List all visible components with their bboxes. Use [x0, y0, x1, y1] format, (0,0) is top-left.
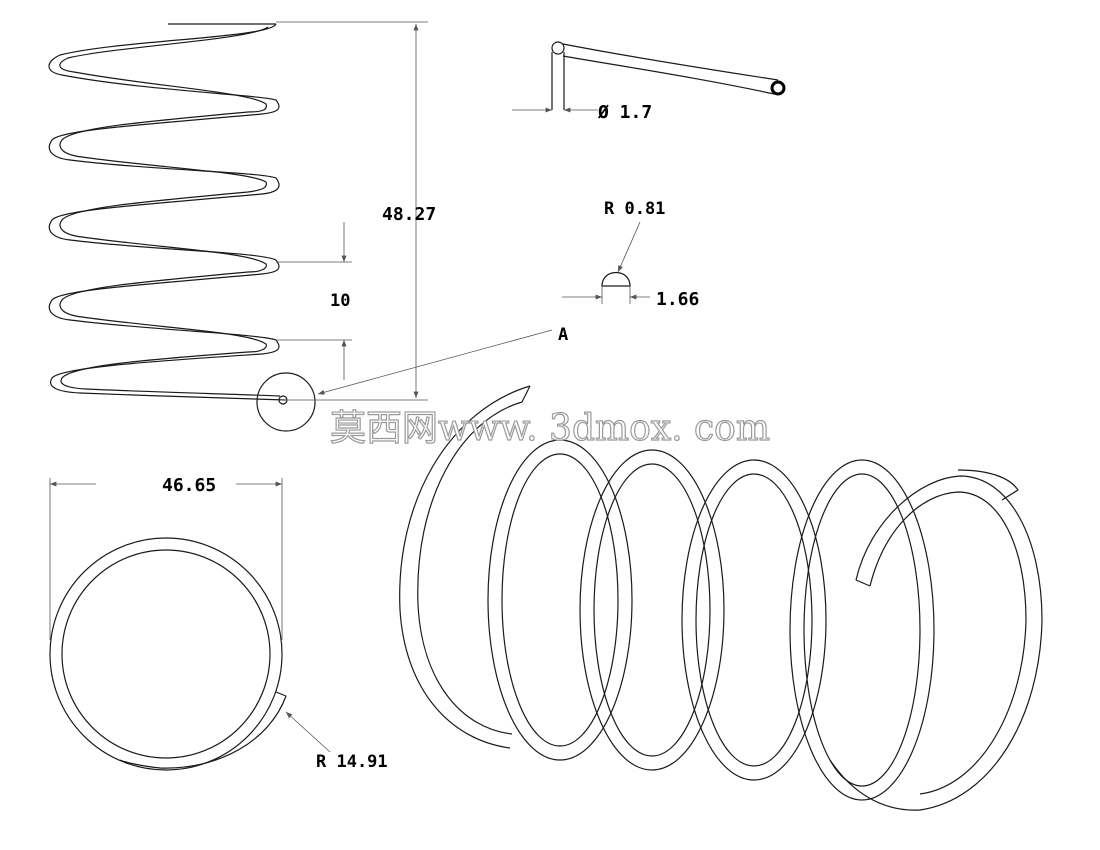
outer-diameter-value: 46.65 [162, 475, 216, 496]
spring-isometric-view [399, 385, 1043, 811]
watermark: 莫西网www. 3dmox. com [330, 408, 770, 449]
pitch-value: 10 [330, 291, 350, 311]
wire-end-detail: Ø 1.7 [512, 41, 786, 123]
height-value: 48.27 [382, 204, 436, 225]
detail-label: A [558, 325, 568, 345]
end-radius-detail: R 0.81 1.66 [562, 199, 699, 310]
pitch-dimension: 10 [276, 222, 352, 380]
spring-side-view [48, 23, 316, 432]
end-width-value: 1.66 [656, 289, 699, 310]
wire-diameter-value: Ø 1.7 [597, 102, 652, 123]
detail-a-leader: A [317, 325, 568, 395]
spring-top-view: 46.65 R 14.91 [49, 475, 388, 772]
coil-radius-value: R 14.91 [316, 752, 388, 772]
height-dimension: 48.27 [276, 21, 436, 401]
end-radius-value: R 0.81 [604, 199, 665, 219]
